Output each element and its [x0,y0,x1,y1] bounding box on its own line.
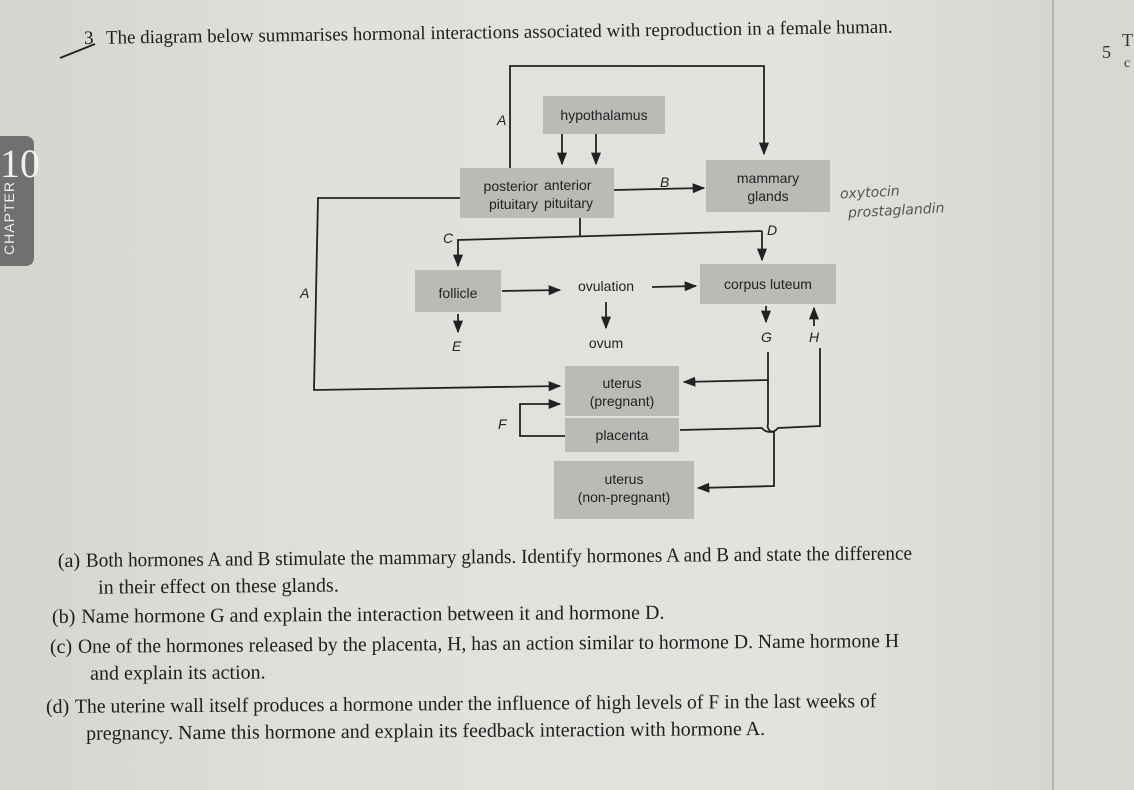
label-b: B [660,174,670,190]
label-g: G [761,329,772,345]
arrow-b-to-mammary [613,183,706,194]
part-d-marker: (d) [45,695,70,719]
uterus-non-pregnant-label: uterus (non-pregnant) [577,471,671,505]
label-a-top: A [497,112,507,128]
ovum-label: ovum [588,335,624,351]
mammary-glands-label: mammary glands [736,170,800,204]
pituitary-box [460,168,614,218]
corpus-luteum-box [700,264,836,304]
question-part-a: (a)Both hormones A and B stimulate the m… [58,540,947,602]
hypothalamus-box [543,96,665,134]
part-c-marker: (c) [49,635,73,659]
chapter-number: 10 [0,141,40,186]
posterior-pituitary-label: posterior pituitary [483,178,538,212]
arrow-a-to-uterus [313,197,562,392]
ovulation-label: ovulation [577,278,635,294]
placenta-box [565,418,679,452]
facing-page-text-2: c [1124,56,1131,71]
uterus-non-pregnant-box [554,461,694,519]
chapter-tab [0,136,34,266]
arrow-ovulation-corpus [651,281,698,292]
facing-page-number: 5 [1102,42,1111,62]
question-part-b: (b)Name hormone G and explain the intera… [52,600,665,631]
label-e: E [452,338,462,354]
hypothalamus-label: hypothalamus [560,107,648,123]
anterior-pituitary-label: anterior pituitary [544,177,594,211]
question-part-d: (d)The uterine wall itself produces a ho… [46,688,889,748]
mammary-glands-box [706,160,830,212]
corpus-luteum-label: corpus luteum [724,276,812,292]
arrow-c-to-follicle [452,230,763,268]
uterus-pregnant-box [565,366,679,416]
arrow-f-loop [519,398,566,437]
part-d-line-1: The uterine wall itself produces a hormo… [75,690,877,718]
label-f: F [498,416,507,432]
label-a-left: A [300,285,310,301]
follicle-label: follicle [438,285,478,301]
arrow-a-to-mammary [509,65,770,168]
uterus-pregnant-label: uterus (pregnant) [589,375,655,409]
part-b-marker: (b) [51,605,76,628]
tick-mark [59,43,96,59]
arrow-g-uterus-preg [682,352,769,387]
facing-page-text-1: T [1122,30,1133,50]
part-c-line-1: One of the hormones released by the plac… [78,630,900,658]
arrow-follicle-ovulation [501,285,562,296]
label-d: D [767,222,778,238]
facing-page-edge [1052,0,1134,790]
follicle-box [415,270,501,312]
arrow-g-uterus-nonpreg [696,380,775,493]
line-placenta-h [679,348,821,433]
part-b-line-1: Name hormone G and explain the interacti… [81,601,665,628]
question-part-c: (c)One of the hormones released by the p… [50,628,912,688]
label-c: C [443,230,454,246]
placenta-label: placenta [595,427,649,443]
part-a-marker: (a) [57,549,81,573]
label-h: H [809,329,820,345]
handwritten-note-1: oxytocin [839,183,901,203]
